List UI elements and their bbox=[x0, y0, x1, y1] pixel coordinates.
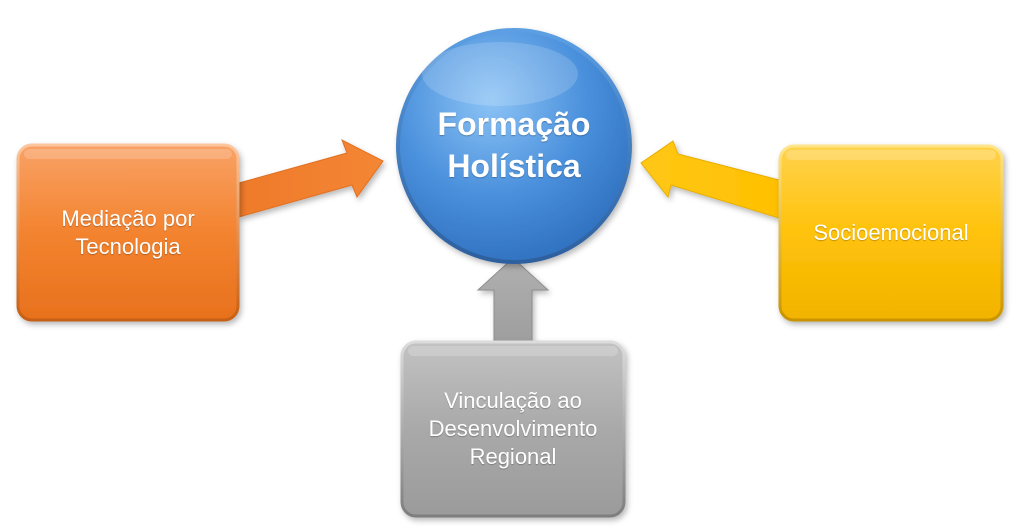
center-circle bbox=[396, 28, 632, 264]
node-left-label: Mediação por Tecnologia bbox=[61, 205, 195, 259]
node-right-box bbox=[778, 144, 1004, 322]
arrow-right-to-center bbox=[640, 140, 780, 219]
node-right-label: Socioemocional bbox=[813, 220, 969, 246]
arrow-bottom-to-center bbox=[476, 257, 550, 343]
arrow-left-to-center bbox=[238, 138, 384, 218]
center-label: Formação Holística bbox=[437, 106, 591, 184]
node-bottom-label: Vinculação ao Desenvolvimento Regional bbox=[428, 388, 598, 469]
node-left-box bbox=[16, 143, 240, 322]
node-bottom-box bbox=[400, 340, 626, 518]
